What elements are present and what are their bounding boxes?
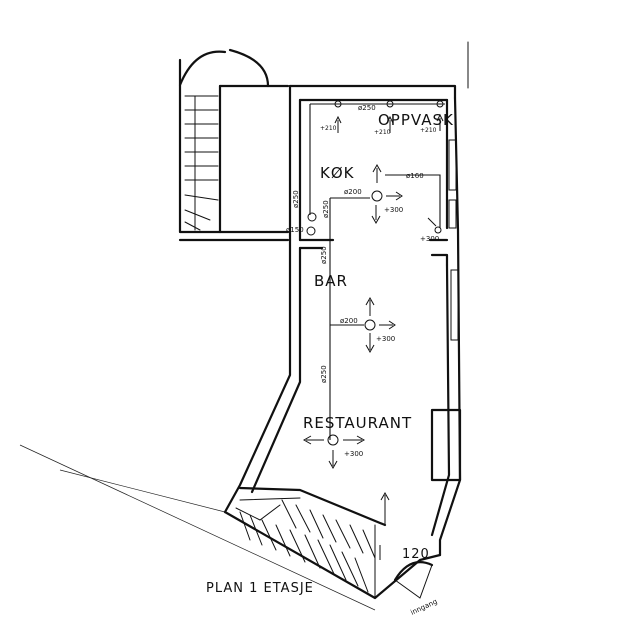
room-label-bar: BAR xyxy=(314,272,348,290)
duct-label-restaurant: ø250 xyxy=(320,365,328,383)
duct-label-vert3: ø250 xyxy=(320,246,328,264)
building-walls xyxy=(19,41,469,611)
duct-label-vert1: ø250 xyxy=(292,190,300,208)
entrance-door xyxy=(393,561,434,599)
height-label-oppvask-2: +210 xyxy=(374,129,391,136)
height-label-oppvask-1: +210 xyxy=(320,125,337,132)
duct-label-top: ø250 xyxy=(358,104,376,112)
room-label-kok: KØK xyxy=(320,164,355,182)
ventilation-ducts xyxy=(306,100,445,446)
height-label-restaurant: +300 xyxy=(344,450,363,458)
stair-number: 120 xyxy=(402,547,430,562)
duct-label-left: ø150 xyxy=(286,226,304,234)
height-label-bar: +300 xyxy=(376,335,395,343)
airflow-arrows xyxy=(302,113,444,470)
duct-label-bar: ø200 xyxy=(340,317,358,325)
height-label-kok: +300 xyxy=(384,206,403,214)
room-label-restaurant: RESTAURANT xyxy=(303,414,412,432)
duct-label-vert2: ø250 xyxy=(322,200,330,218)
duct-label-kok: ø160 xyxy=(406,172,424,180)
duct-label-kok2: ø200 xyxy=(344,188,362,196)
room-label-oppvask: OPPVASK xyxy=(378,111,454,129)
plan-title: PLAN 1 ETASJE xyxy=(206,581,314,596)
height-label-oppvask-3: +210 xyxy=(420,127,437,134)
stair-top-left xyxy=(178,48,270,231)
entrance-label: inngang xyxy=(409,598,438,617)
height-label-kok-2: +300 xyxy=(420,235,439,243)
stair-bottom xyxy=(235,491,390,599)
